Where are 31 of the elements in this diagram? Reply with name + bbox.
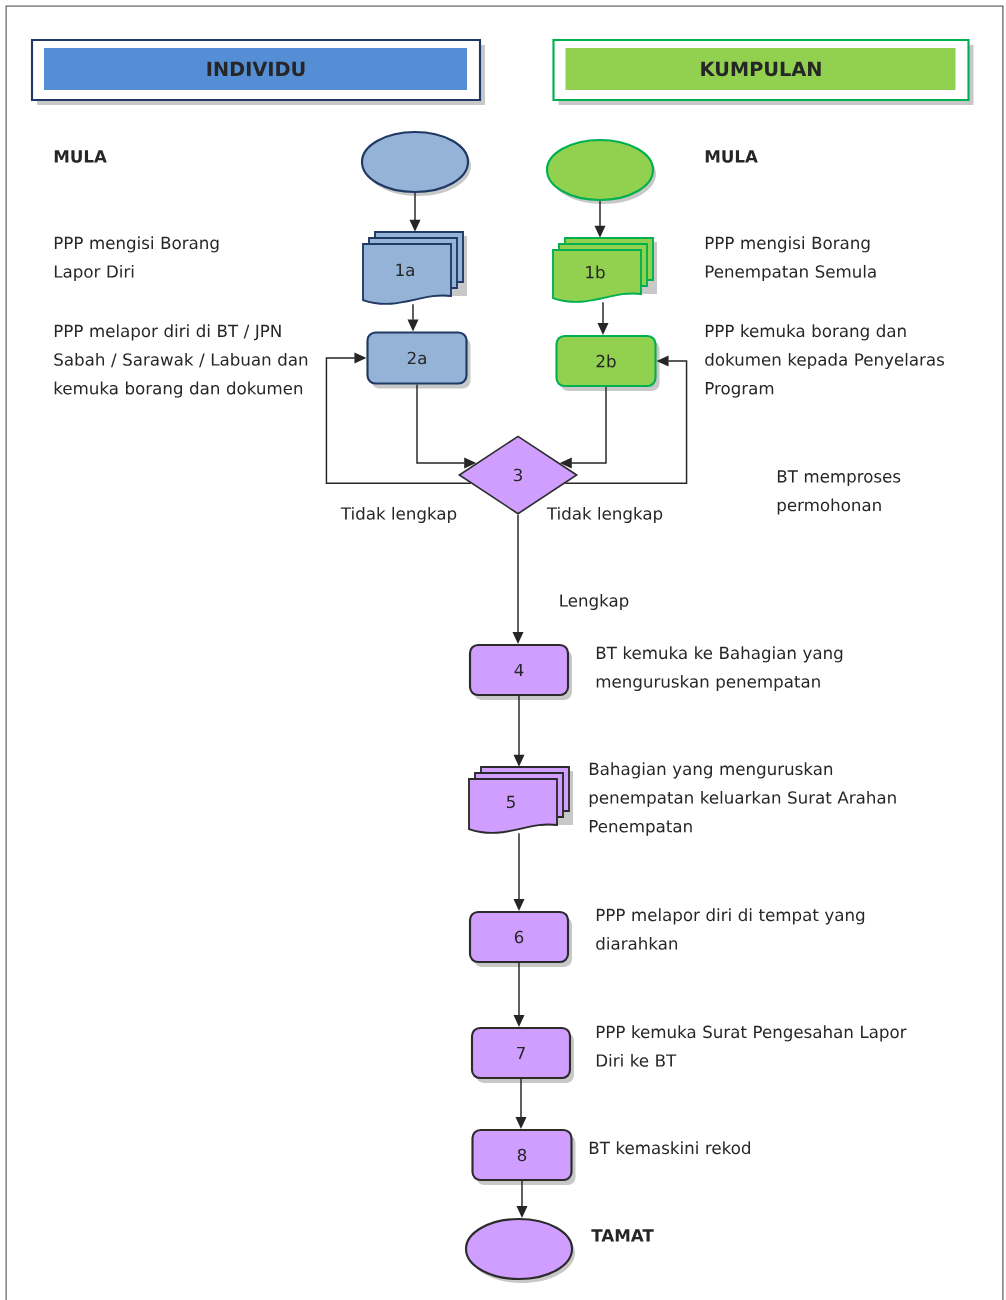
step-description: PPP melapor diri di BT / JPN Sabah / Sarawak / Labuan dan kemuka borang dan dokumen xyxy=(54,324,308,398)
step-description: TAMAT xyxy=(591,1229,654,1242)
arrow xyxy=(325,352,472,485)
oval-shape xyxy=(545,138,656,204)
header-box: KUMPULAN xyxy=(552,38,974,105)
step-description: PPP kemuka borang dan dokumen kepada Penyelaras Program xyxy=(705,324,944,398)
document-stack: 1b xyxy=(552,237,657,303)
step-description: PPP mengisi Borang Penempatan Semula xyxy=(705,236,876,282)
process-box: 6 xyxy=(468,910,572,967)
oval-shape xyxy=(464,1217,575,1283)
step-description: MULA xyxy=(705,150,758,163)
process-box: 2b xyxy=(555,334,660,391)
note-text: PPP mengisi Borang Lapor Diri xyxy=(54,236,219,282)
edge-label: Tidak lengkap xyxy=(339,505,459,525)
header-box: INDIVIDU xyxy=(30,38,485,105)
step-description: PPP kemuka Surat Pengesahan Lapor Diri ke BT xyxy=(596,1025,907,1067)
process-box: 2a xyxy=(366,331,471,389)
process-box: 4 xyxy=(468,643,572,700)
document-stack: 1a xyxy=(362,231,467,305)
step-description: PPP melapor diri di tempat yang diarahkan xyxy=(596,908,865,950)
step-description: Bahagian yang menguruskan penempatan keluarkan Surat Arahan Penempatan xyxy=(589,762,896,836)
process-box: 7 xyxy=(470,1026,574,1083)
note-text: BT memproses permohonan xyxy=(777,470,901,515)
process-box: 8 xyxy=(471,1128,576,1185)
step-description: BT kemuka ke Bahagian yang menguruskan penempatan xyxy=(596,646,843,692)
edge-label: Lengkap xyxy=(557,592,631,612)
oval-shape xyxy=(360,130,471,196)
arrow xyxy=(564,355,688,485)
step-description: BT kemaskini rekod xyxy=(589,1141,750,1155)
note-text: MULA xyxy=(54,150,107,163)
document-stack: 5 xyxy=(468,766,573,834)
